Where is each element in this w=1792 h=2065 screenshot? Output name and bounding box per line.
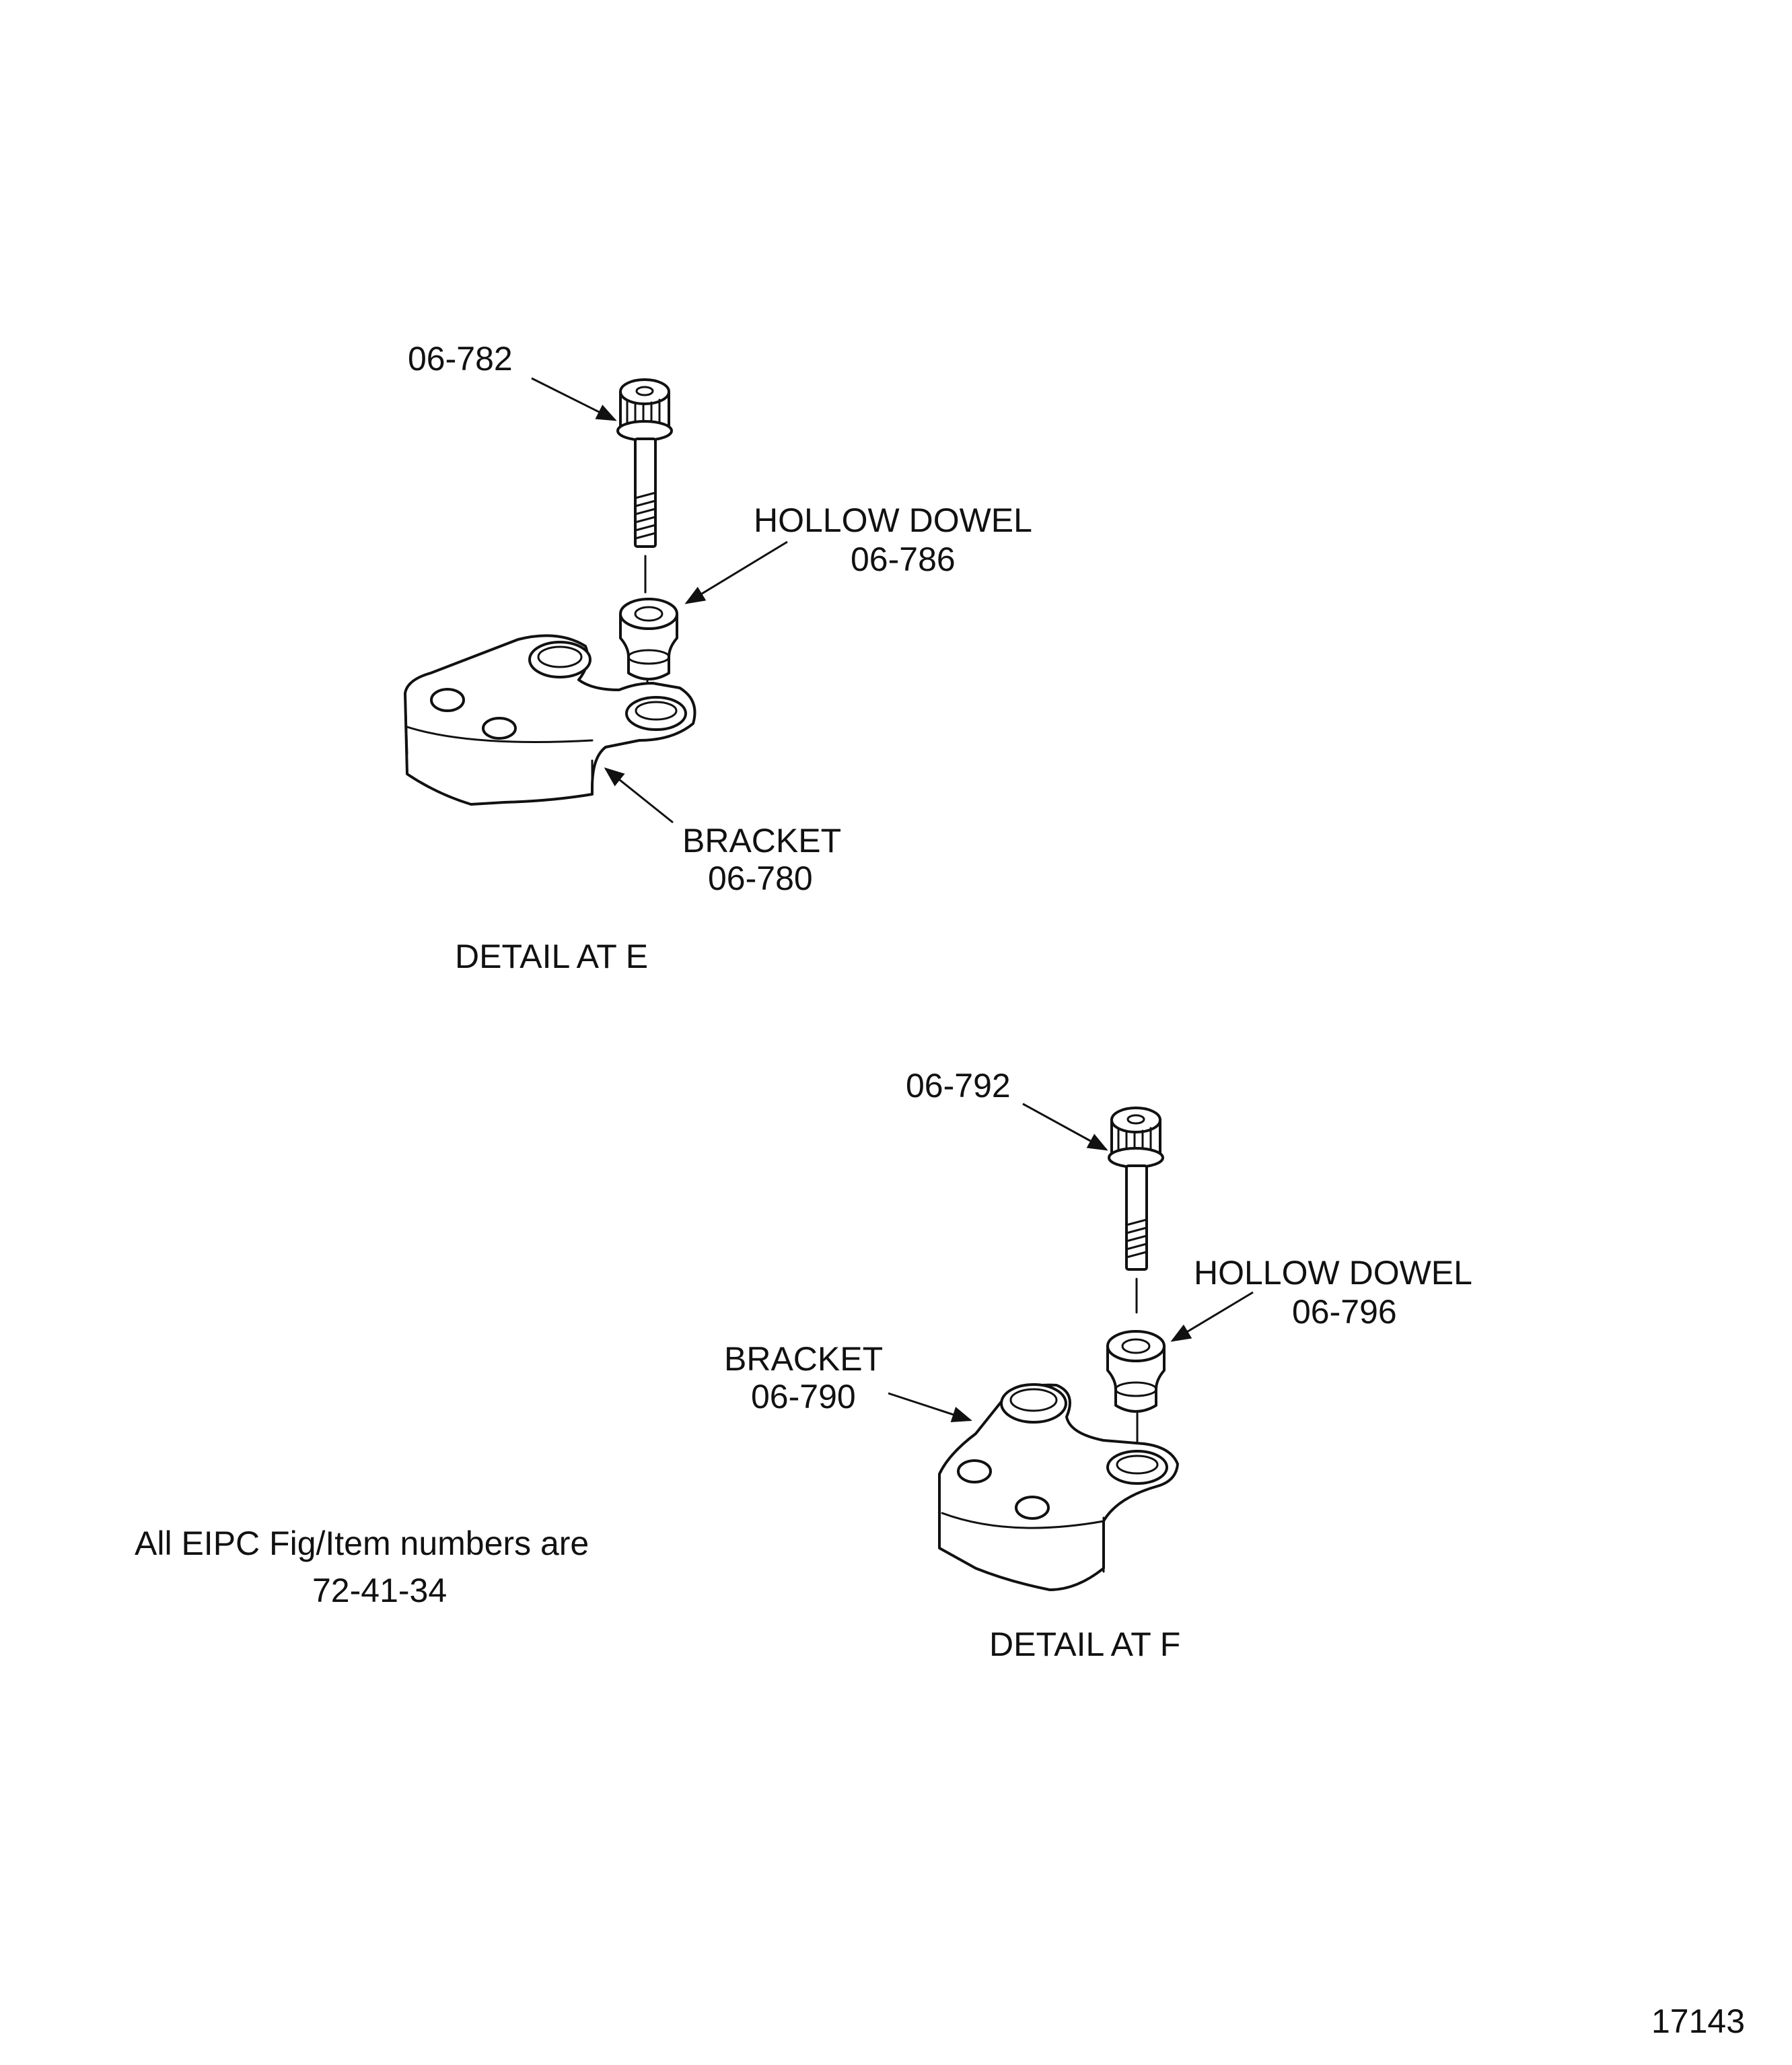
detail-f-caption: DETAIL AT F — [989, 1625, 1180, 1663]
hollow-dowel-06-796-icon — [1106, 1330, 1166, 1448]
bracket-06-780-icon — [404, 634, 696, 806]
dowel-label-e-line1: HOLLOW DOWEL — [754, 501, 1032, 539]
leader-bolt-f — [1022, 1102, 1108, 1151]
bracket-label-f-line2: 06-790 — [751, 1378, 856, 1415]
leader-bracket-f — [888, 1392, 972, 1422]
eipc-note-line2: 72-41-34 — [312, 1572, 447, 1609]
detail-f-group: 06-792 HOLLOW DOWEL 06-796 BRACKET 06-79… — [724, 1067, 1472, 1663]
leader-bracket-e — [604, 767, 674, 824]
detail-e-caption: DETAIL AT E — [455, 938, 648, 975]
hollow-dowel-06-786-icon — [619, 598, 678, 715]
eipc-note-line1: All EIPC Fig/Item numbers are — [135, 1525, 589, 1562]
bracket-label-f-line1: BRACKET — [724, 1340, 883, 1378]
leader-dowel-e — [684, 540, 788, 604]
leader-dowel-f — [1170, 1291, 1254, 1342]
detail-e-group: 06-782 HOLLOW DOWEL 06-786 BRACKET 06-78… — [404, 340, 1032, 975]
bolt-06-782-icon — [616, 378, 673, 594]
bolt-label-f: 06-792 — [906, 1067, 1011, 1105]
bracket-06-790-icon — [938, 1383, 1179, 1591]
bracket-label-e-line1: BRACKET — [682, 822, 841, 860]
bolt-06-792-icon — [1108, 1107, 1164, 1314]
dowel-label-f-line2: 06-796 — [1292, 1293, 1397, 1331]
dowel-label-e-line2: 06-786 — [851, 540, 956, 578]
bracket-label-e-line2: 06-780 — [708, 860, 813, 897]
bolt-label-e: 06-782 — [408, 340, 513, 378]
dowel-label-f-line1: HOLLOW DOWEL — [1194, 1254, 1472, 1292]
leader-bolt-e — [531, 377, 617, 421]
figure-number: 17143 — [1651, 2002, 1745, 2040]
